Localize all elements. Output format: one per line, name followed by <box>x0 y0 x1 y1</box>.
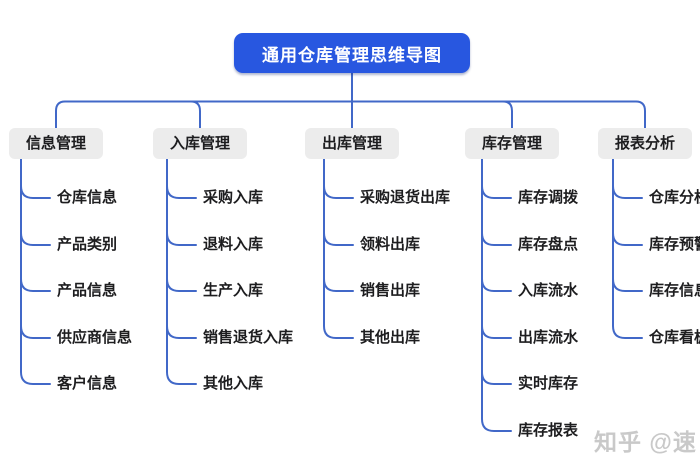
leaf-node[interactable]: 其他出库 <box>360 329 421 346</box>
leaf-node[interactable]: 采购退货出库 <box>360 189 451 206</box>
leaf-node[interactable]: 库存信息 <box>649 282 700 299</box>
leaf-node[interactable]: 产品类别 <box>57 236 118 253</box>
leaf-node[interactable]: 库存预警 <box>649 236 700 253</box>
branch-node-1[interactable]: 信息管理 <box>8 128 104 159</box>
leaf-node[interactable]: 仓库分析 <box>649 189 700 206</box>
leaf-node[interactable]: 销售出库 <box>360 282 421 299</box>
watermark-text: 知乎 @速 <box>594 429 697 455</box>
leaf-node[interactable]: 退料入库 <box>203 236 264 253</box>
leaf-node[interactable]: 仓库信息 <box>57 189 118 206</box>
leaf-node[interactable]: 出库流水 <box>518 329 579 346</box>
leaf-node[interactable]: 销售退货入库 <box>203 329 294 346</box>
leaf-node[interactable]: 库存调拨 <box>518 189 579 206</box>
leaf-node[interactable]: 采购入库 <box>203 189 264 206</box>
leaf-node[interactable]: 库存报表 <box>518 422 579 439</box>
branch-node-3[interactable]: 出库管理 <box>304 128 400 159</box>
leaf-node[interactable]: 供应商信息 <box>57 329 133 346</box>
leaf-node[interactable]: 生产入库 <box>203 282 264 299</box>
leaf-node[interactable]: 实时库存 <box>518 375 579 392</box>
branch-node-5[interactable]: 报表分析 <box>597 128 693 159</box>
branch-node-4[interactable]: 库存管理 <box>464 128 560 159</box>
leaf-node[interactable]: 其他入库 <box>203 375 264 392</box>
branch-node-2[interactable]: 入库管理 <box>152 128 248 159</box>
leaf-node[interactable]: 客户信息 <box>57 375 118 392</box>
leaf-node[interactable]: 产品信息 <box>57 282 118 299</box>
leaf-node[interactable]: 库存盘点 <box>518 236 579 253</box>
leaf-node[interactable]: 领料出库 <box>360 236 421 253</box>
root-node[interactable]: 通用仓库管理思维导图 <box>234 33 470 73</box>
leaf-node[interactable]: 入库流水 <box>518 282 579 299</box>
leaf-node[interactable]: 仓库看板 <box>649 329 700 346</box>
